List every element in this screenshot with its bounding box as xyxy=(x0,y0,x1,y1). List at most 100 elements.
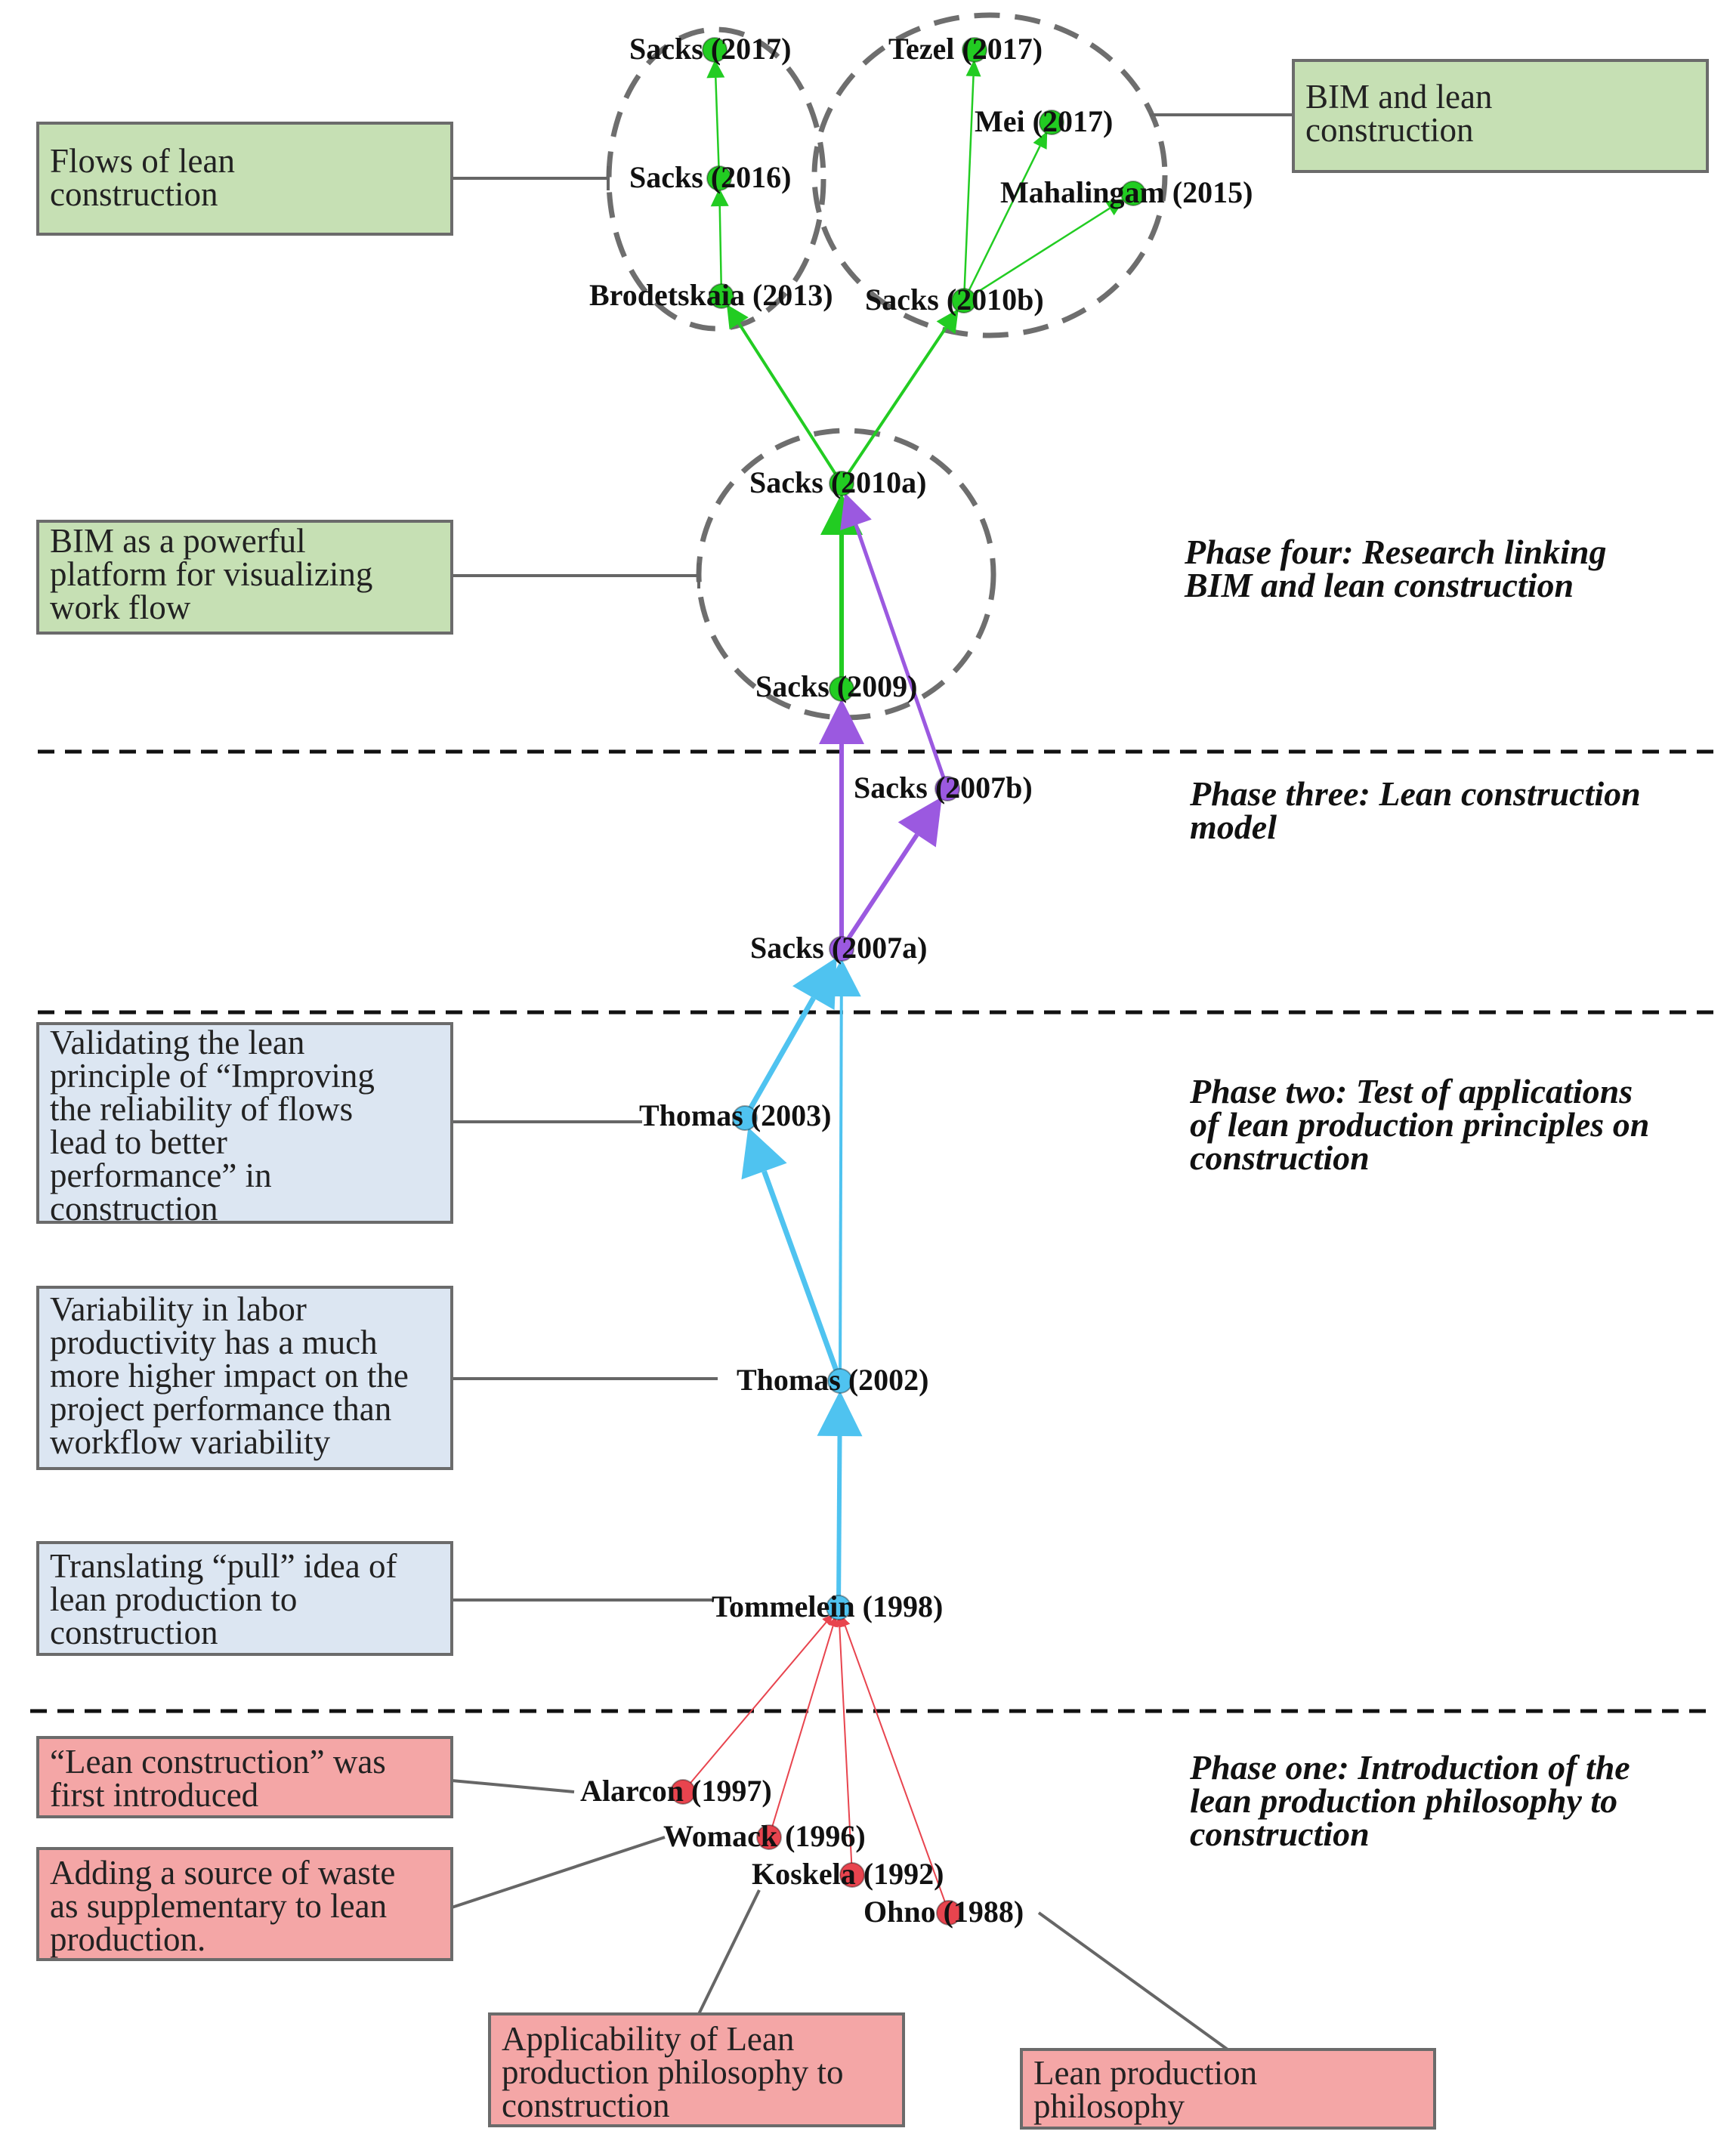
node-label: Thomas (2002) xyxy=(737,1363,928,1397)
node-dot[interactable] xyxy=(951,288,977,314)
connector-introduced xyxy=(451,1779,575,1793)
node-label: Sacks (2007a) xyxy=(750,931,927,965)
node-dot[interactable] xyxy=(962,37,987,63)
node-sacks2017[interactable]: Sacks (2017) xyxy=(629,32,791,66)
node-dot[interactable] xyxy=(1039,110,1064,135)
node-sacks2007a[interactable]: Sacks (2007a) xyxy=(750,931,927,965)
edge-line xyxy=(962,76,975,301)
node-dot[interactable] xyxy=(829,471,854,496)
cluster-flows xyxy=(606,26,826,332)
node-dot[interactable] xyxy=(936,1900,962,1926)
node-dot[interactable] xyxy=(732,1105,758,1131)
node-mahalingam2015[interactable]: Mahalingam (2015) xyxy=(1000,175,1253,209)
node-dot[interactable] xyxy=(839,1862,865,1888)
citation-edge xyxy=(741,1127,843,1382)
citation-edge xyxy=(727,304,843,485)
node-label: Alarcon (1997) xyxy=(580,1774,772,1808)
node-label: Sacks (2009) xyxy=(755,669,917,703)
annotation-text: productivity has a much xyxy=(50,1324,378,1361)
phase-label-line: model xyxy=(1190,808,1277,846)
annotation-text: work flow xyxy=(50,588,191,626)
node-dot[interactable] xyxy=(702,37,728,63)
arrowhead xyxy=(936,308,959,335)
node-sacks2010a[interactable]: Sacks (2010a) xyxy=(749,465,926,499)
node-koskela1992[interactable]: Koskela (1992) xyxy=(752,1857,944,1891)
node-dot[interactable] xyxy=(826,1595,851,1620)
citation-edge xyxy=(840,493,950,789)
citation-edge xyxy=(840,308,959,485)
node-ohno1988[interactable]: Ohno (1988) xyxy=(863,1895,1024,1929)
citation-edge xyxy=(839,796,942,950)
node-label: Sacks (2010b) xyxy=(865,283,1044,317)
node-dot[interactable] xyxy=(706,165,732,191)
arrowhead xyxy=(897,796,942,848)
node-dot[interactable] xyxy=(709,283,734,309)
arrowhead xyxy=(1104,198,1126,216)
node-dot[interactable] xyxy=(829,936,854,962)
annotation-text: Validating the lean xyxy=(50,1024,304,1061)
edge-line xyxy=(762,1170,843,1382)
node-brodetskaia2013[interactable]: Brodetskaia (2013) xyxy=(589,278,833,312)
arrowhead xyxy=(706,59,725,79)
node-label: Tommelein (1998) xyxy=(712,1589,943,1623)
annotation-text: construction xyxy=(50,175,218,213)
node-thomas2002[interactable]: Thomas (2002) xyxy=(737,1363,928,1397)
connector-bim-platform xyxy=(452,563,700,588)
node-dot[interactable] xyxy=(670,1779,696,1805)
arrowhead xyxy=(821,958,861,997)
node-womack1996[interactable]: Womack (1996) xyxy=(663,1819,866,1853)
node-sacks2010b[interactable]: Sacks (2010b) xyxy=(865,283,1044,317)
citation-nodes: Sacks (2017) Sacks (2016) Brodetskaia (201… xyxy=(580,32,1253,1929)
phase-label-line: of lean production principles on xyxy=(1190,1105,1649,1144)
annotation-text: construction xyxy=(50,1190,218,1228)
annotation-text: BIM and lean xyxy=(1305,78,1492,116)
edge-line xyxy=(840,1615,950,1914)
edge-line xyxy=(839,833,919,950)
node-dot[interactable] xyxy=(1120,181,1146,206)
node-dot[interactable] xyxy=(756,1824,782,1850)
annotation-box xyxy=(1292,59,1709,173)
annotation-box xyxy=(1020,2048,1436,2130)
cluster-bim-lean xyxy=(811,12,1168,338)
node-label: Sacks (2010a) xyxy=(749,465,926,499)
annotation-text: principle of “Improving xyxy=(50,1057,375,1095)
phase-label-line: Phase four: Research linking xyxy=(1184,533,1606,571)
node-dot[interactable] xyxy=(935,776,960,802)
node-dot[interactable] xyxy=(829,676,854,702)
node-mei2017[interactable]: Mei (2017) xyxy=(975,104,1113,138)
node-label: Sacks (2007b) xyxy=(854,771,1033,805)
phase-label-line: BIM and lean construction xyxy=(1184,566,1574,604)
citation-edge xyxy=(962,131,1048,301)
annotation-text: project performance than xyxy=(50,1390,391,1428)
annotation-text: more higher impact on the xyxy=(50,1357,409,1395)
node-tommelein1998[interactable]: Tommelein (1998) xyxy=(712,1589,943,1623)
annotation-text: construction xyxy=(1305,111,1473,149)
arrowhead xyxy=(840,493,872,531)
arrowhead xyxy=(819,699,864,744)
annotation-box xyxy=(36,1541,453,1656)
node-alarcon1997[interactable]: Alarcon (1997) xyxy=(580,1774,772,1808)
edge-line xyxy=(682,1614,833,1793)
citation-edge xyxy=(834,1616,853,1876)
edge-line xyxy=(737,323,843,485)
node-thomas2003[interactable]: Thomas (2003) xyxy=(639,1098,831,1132)
phase-label-line: Phase two: Test of applications xyxy=(1189,1072,1633,1110)
edge-line xyxy=(836,1435,842,1608)
annotation-box xyxy=(36,1286,453,1470)
node-sacks2007b[interactable]: Sacks (2007b) xyxy=(854,771,1033,805)
node-dot[interactable] xyxy=(827,1368,853,1394)
node-tezel2017[interactable]: Tezel (2017) xyxy=(888,32,1043,66)
node-label: Sacks (2017) xyxy=(629,32,791,66)
node-sacks2009[interactable]: Sacks (2009) xyxy=(755,669,917,703)
node-label: Womack (1996) xyxy=(663,1819,866,1853)
node-sacks2016[interactable]: Sacks (2016) xyxy=(629,160,791,194)
annotation-text: “Lean construction” was xyxy=(50,1743,386,1781)
annotation-text: BIM as a powerful xyxy=(50,522,306,560)
